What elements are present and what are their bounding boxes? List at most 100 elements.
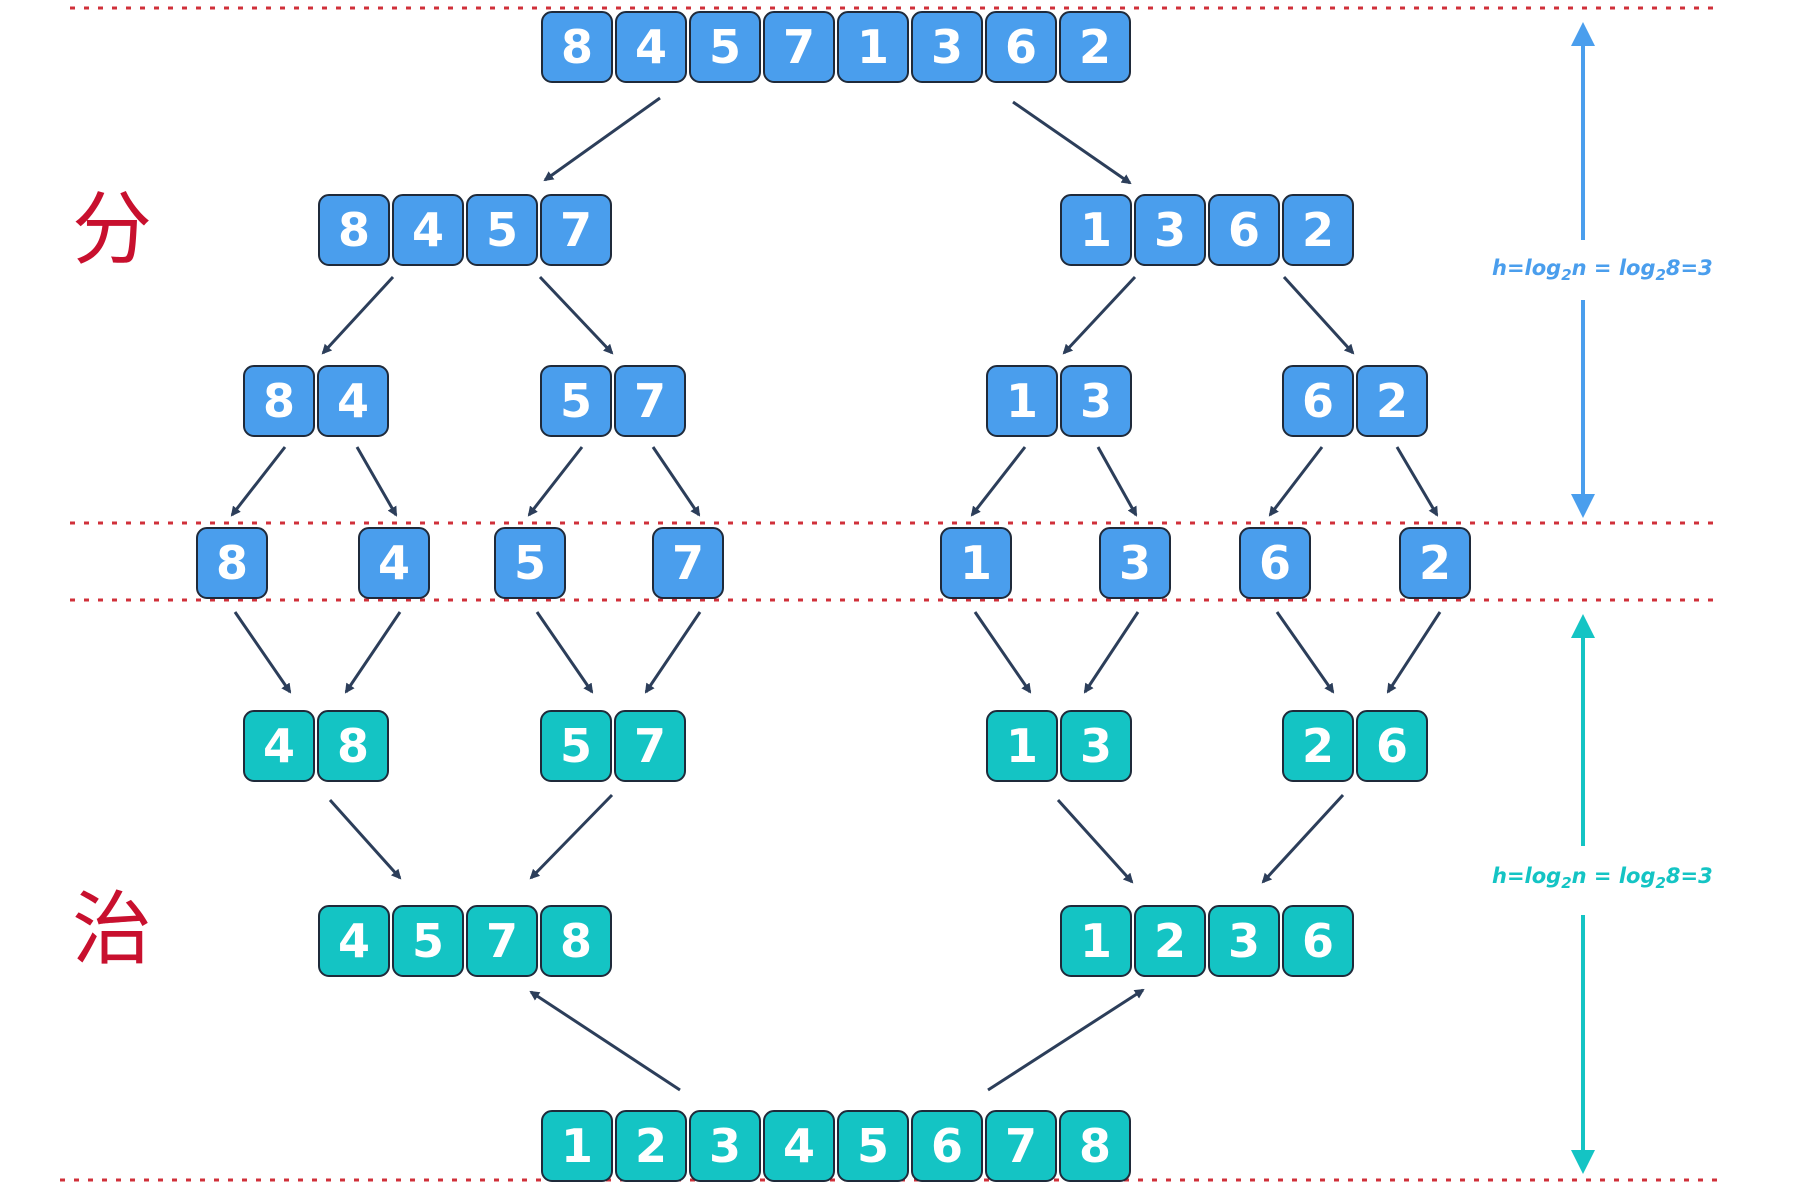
split-cell: 3 [911, 11, 983, 83]
merge-cell: 3 [689, 1110, 761, 1182]
arrow-split-8457-left [321, 275, 395, 355]
merge-cell: 1 [541, 1110, 613, 1182]
split-cell: 2 [1399, 527, 1471, 599]
split-cell: 2 [1282, 194, 1354, 266]
merge-cell: 8 [1059, 1110, 1131, 1182]
arrow-merge-8-to-48 [233, 611, 292, 694]
arrow-split-84-left [230, 446, 287, 517]
arrow-split-62-left [1268, 446, 1324, 517]
merge-cell: 4 [763, 1110, 835, 1182]
split-cell: 8 [318, 194, 390, 266]
merge-cell: 5 [540, 710, 612, 782]
formula-base: 2 [1561, 266, 1572, 285]
arrow-merge-5-to-57 [535, 611, 594, 694]
split-cell: 4 [317, 365, 389, 437]
arrow-merge-7-to-57 [644, 611, 702, 694]
merge-cell: 4 [318, 905, 390, 977]
split-cell: 5 [689, 11, 761, 83]
arrow-split-13-right [1096, 446, 1138, 517]
arrow-split-13-left [970, 446, 1027, 517]
split-cell: 1 [986, 365, 1058, 437]
split-cell: 8 [541, 11, 613, 83]
arrow-merge-1-to-13 [973, 611, 1032, 694]
merge-cell: 1 [1060, 905, 1132, 977]
formula-base: 2 [1561, 874, 1572, 893]
arrow-split-57-right [651, 446, 701, 517]
merge-cell: 7 [614, 710, 686, 782]
split-cell: 8 [243, 365, 315, 437]
merge-cell: 8 [317, 710, 389, 782]
split-cell: 4 [615, 11, 687, 83]
arrow-split-1362-right [1282, 275, 1355, 355]
split-cell: 6 [1239, 527, 1311, 599]
formula-middle: n = log [1571, 864, 1656, 888]
split-cell: 4 [358, 527, 430, 599]
split-cell: 5 [494, 527, 566, 599]
divide-height-formula: h=log2n = log28=3 [1490, 252, 1715, 289]
split-cell: 5 [466, 194, 538, 266]
formula-middle: n = log [1571, 256, 1656, 280]
formula-result: 8=3 [1665, 864, 1713, 888]
arrow-split-8457-right [538, 275, 614, 355]
split-cell: 3 [1134, 194, 1206, 266]
conquer-height-formula: h=log2n = log28=3 [1490, 860, 1715, 897]
divide-label: 分 [72, 183, 152, 276]
arrow-merge-4-to-48 [344, 611, 402, 694]
arrow-merge-26-to-1236 [1261, 793, 1345, 884]
split-cell: 6 [1208, 194, 1280, 266]
split-cell: 8 [196, 527, 268, 599]
formula-prefix: h=log [1492, 864, 1562, 888]
merge-cell: 6 [911, 1110, 983, 1182]
arrow-merge-48-to-4578 [328, 798, 402, 880]
arrow-merge-3-to-13 [1083, 611, 1140, 694]
arrow-merge-2-to-26 [1386, 611, 1442, 694]
arrow-merge-13-to-1236 [1056, 798, 1134, 884]
formula-result: 8=3 [1665, 256, 1713, 280]
split-cell: 5 [540, 365, 612, 437]
arrow-split-root-left [543, 96, 661, 182]
merge-cell: 2 [1134, 905, 1206, 977]
split-arrows [230, 96, 1439, 517]
formula-base: 2 [1655, 874, 1666, 893]
arrow-split-57-left [527, 446, 584, 517]
merge-cell: 3 [1208, 905, 1280, 977]
arrow-merge-6-to-26 [1275, 611, 1335, 694]
split-cell: 2 [1356, 365, 1428, 437]
merge-cell: 2 [615, 1110, 687, 1182]
split-cell: 6 [985, 11, 1057, 83]
merge-cell: 3 [1060, 710, 1132, 782]
split-cell: 1 [940, 527, 1012, 599]
formula-base: 2 [1655, 266, 1666, 285]
formula-prefix: h=log [1492, 256, 1562, 280]
split-cell: 3 [1060, 365, 1132, 437]
conquer-label: 治 [72, 883, 152, 976]
merge-cell: 1 [986, 710, 1058, 782]
split-cell: 7 [652, 527, 724, 599]
split-cell: 2 [1059, 11, 1131, 83]
merge-cell: 4 [243, 710, 315, 782]
merge-cell: 6 [1282, 905, 1354, 977]
merge-cell: 5 [837, 1110, 909, 1182]
arrow-split-1362-left [1062, 275, 1137, 355]
merge-cell: 7 [985, 1110, 1057, 1182]
merge-cell: 6 [1356, 710, 1428, 782]
merge-cell: 2 [1282, 710, 1354, 782]
arrow-merge-57-to-4578 [529, 793, 614, 880]
arrow-merge-final-to-1236 [987, 988, 1145, 1092]
arrow-merge-final-to-4578 [529, 990, 681, 1092]
split-cell: 1 [837, 11, 909, 83]
split-cell: 3 [1099, 527, 1171, 599]
merge-cell: 8 [540, 905, 612, 977]
merge-cell: 5 [392, 905, 464, 977]
split-cell: 4 [392, 194, 464, 266]
merge-cell: 7 [466, 905, 538, 977]
split-cell: 1 [1060, 194, 1132, 266]
split-cell: 7 [763, 11, 835, 83]
arrow-split-62-right [1395, 446, 1439, 517]
split-cell: 7 [540, 194, 612, 266]
merge-arrows [233, 611, 1442, 1092]
level-lines [60, 6, 1720, 1182]
arrow-split-84-right [355, 446, 398, 517]
split-cell: 6 [1282, 365, 1354, 437]
